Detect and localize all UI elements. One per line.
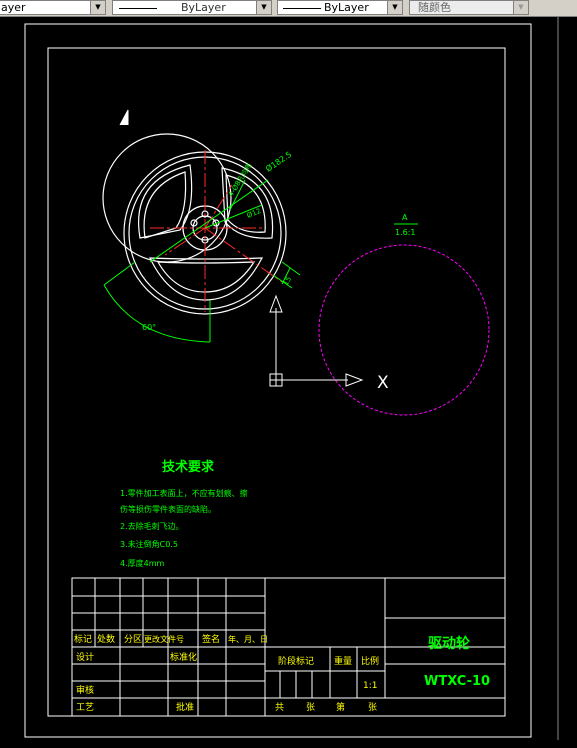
tb-zhang2: 张 [368, 702, 377, 713]
chevron-down-icon[interactable]: ▼ [256, 1, 271, 14]
spoke-window [138, 164, 193, 239]
spoke-window [149, 257, 264, 301]
tech-item: 3.未注倒角C0.5 [120, 539, 178, 549]
detail-scale: 1.6:1 [395, 228, 416, 237]
tb-row-pizhun: 批准 [176, 701, 194, 713]
properties-toolbar: ayer ▼ ByLayer ▼ ByLayer ▼ 随颜色 ▼ [0, 0, 577, 17]
spoke-window-inner [156, 261, 256, 293]
tb-col-genggai: 更改文件号 [144, 634, 184, 644]
lineweight-combo-value: ByLayer [324, 1, 369, 14]
dim-diameter: Ø182.5 [264, 149, 294, 174]
line-sample-icon [283, 8, 321, 9]
ucs-icon [269, 294, 364, 387]
line-sample-icon [119, 8, 157, 9]
dim-small: 15 [282, 275, 293, 287]
detail-circle [318, 244, 490, 416]
spoke-window-inner [143, 171, 187, 239]
paper-border [24, 23, 532, 738]
view-arrow-icon [119, 109, 129, 126]
ucs-x-label: X [377, 373, 389, 393]
title-block [71, 577, 506, 717]
tb-row-sheji: 设计 [76, 651, 94, 663]
tb-col-biaoji: 标记 [74, 633, 92, 645]
color-combo[interactable]: 随颜色 ▼ [409, 0, 529, 15]
tb-scale-value: 1:1 [363, 681, 377, 691]
dim-bore: Ø12 [246, 207, 262, 220]
chevron-down-icon[interactable]: ▼ [90, 1, 105, 14]
tb-jieduan: 阶段标记 [278, 655, 314, 667]
linetype-combo[interactable]: ByLayer ▼ [112, 0, 272, 15]
tb-col-chushu: 处数 [97, 633, 115, 645]
dim-angle: 60° [142, 323, 156, 332]
spoke-window [221, 167, 274, 239]
part-code: WTXC-10 [424, 674, 490, 689]
tb-gong: 共 [275, 702, 284, 713]
chevron-down-icon[interactable]: ▼ [387, 1, 402, 14]
tech-item: 伤等损伤零件表面的缺陷。 [120, 504, 216, 514]
angle-dimension-arc [103, 284, 211, 343]
tb-col-qianming: 签名 [202, 633, 220, 645]
tb-col-date: 年、月、日 [228, 634, 268, 644]
chevron-down-icon[interactable]: ▼ [513, 1, 528, 14]
tb-bili: 比例 [361, 655, 379, 667]
hidden-circle [102, 133, 232, 263]
detail-label: A [402, 213, 408, 222]
tb-zhongliang: 重量 [334, 655, 352, 667]
part-name: 驱动轮 [428, 635, 470, 652]
tech-item: 1.零件加工表面上，不应有划痕、擦 [120, 488, 248, 498]
tb-row-shenhe: 审核 [76, 684, 94, 696]
dimensions [103, 179, 301, 343]
color-combo-value: 随颜色 [418, 1, 451, 14]
tb-di: 第 [336, 701, 345, 713]
tech-item: 2.去除毛刺飞边。 [120, 521, 184, 531]
tb-row-biaozhunhua: 标准化 [170, 651, 197, 663]
linetype-combo-value: ByLayer [181, 1, 226, 14]
tb-col-fenqu: 分区 [124, 634, 142, 645]
layer-combo[interactable]: ayer ▼ [0, 0, 106, 15]
drive-wheel-view [102, 133, 287, 315]
tech-title: 技术要求 [162, 459, 215, 475]
lineweight-combo[interactable]: ByLayer ▼ [277, 0, 403, 15]
view-label-a: A [122, 115, 128, 124]
tech-item: 4.厚度4mm [120, 558, 165, 568]
layer-combo-value: ayer [1, 1, 26, 14]
tb-zhang1: 张 [306, 702, 315, 713]
tb-row-gongyi: 工艺 [76, 702, 94, 713]
spoke-window-inner [225, 174, 266, 233]
